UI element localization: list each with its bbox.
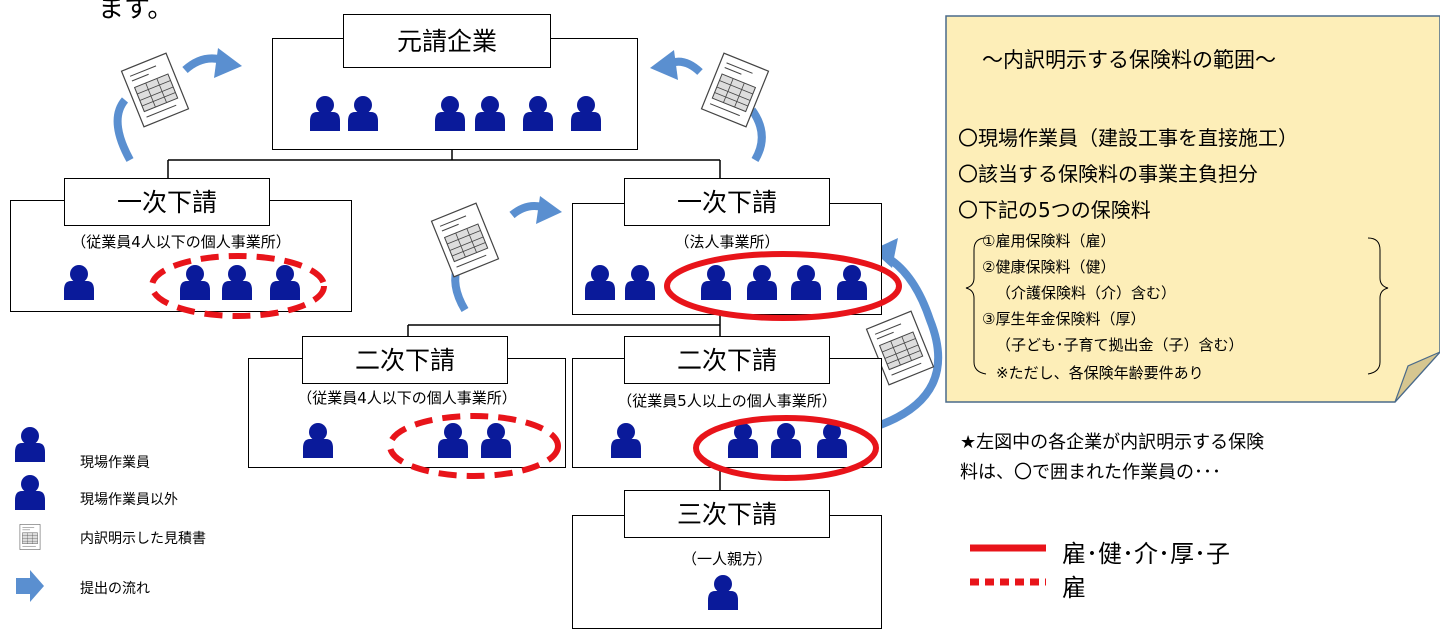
worker-icon [438,423,468,458]
worker-icon [180,265,210,300]
worker-icon [837,265,867,300]
note-item1: ①雇用保険料（雇） [982,232,1116,250]
sub1-left-label: 一次下請 [64,178,270,226]
legend-worker-label: 現場作業員 [80,455,150,471]
worker-icon [701,265,731,300]
estimate-legend-icon [19,524,41,550]
dashed-circle-sub2-left [387,413,561,479]
sub3-label: 三次下請 [624,490,830,538]
insurance-scope-note-callout [945,15,1440,403]
sub1-left-desc: （従業員4人以下の個人事業所） [71,233,291,251]
worker-icon [435,96,465,131]
prime-company-label: 元請企業 [343,14,551,68]
worker-icon [728,423,758,458]
sub2-left-label: 二次下請 [302,336,508,384]
solid-line-label: 雇･健･介･厚･子 [1062,540,1230,568]
legend-non-worker-label: 現場作業員以外 [80,492,178,508]
worker-icon [348,96,378,131]
worker-legend-icon [15,427,45,462]
note-item3: ③厚生年金保険料（厚） [982,310,1146,328]
org-connectors [167,150,721,490]
note-item3b: （子ども･子育て拠出金（子）含む） [996,336,1244,354]
sub1-right-label: 一次下請 [624,178,830,226]
top-text-fragment: ます。 [98,0,174,24]
flow-legend-icon [16,570,44,602]
worker-icon [310,96,340,131]
note-item2b: （介護保険料（介）含む） [996,284,1177,302]
sub2-left-desc: （従業員4人以下の個人事業所） [297,389,517,407]
worker-icon [523,96,553,131]
dashed-line-label: 雇 [1062,574,1086,602]
worker-icon [708,575,738,610]
note-item2: ②健康保険料（健） [982,258,1116,276]
worker-icon [303,423,333,458]
note-line2: 〇該当する保険料の事業主負担分 [958,162,1258,186]
worker-icon [611,423,641,458]
worker-icon [475,96,505,131]
legend-flow-label: 提出の流れ [80,581,150,597]
note-caveat: ※ただし、各保険年齢要件あり [996,364,1204,382]
non-worker-legend-icon [15,475,45,510]
dashed-circle-sub1-left [149,253,327,319]
worker-icon [791,265,821,300]
worker-icon [817,423,847,458]
worker-icon [771,423,801,458]
note-line3: 〇下記の5つの保険料 [958,198,1151,222]
worker-icon [481,423,511,458]
solid-circle-sub1-right [664,251,902,321]
worker-icon [571,96,601,131]
flow-arrow [878,254,943,429]
worker-icon [64,265,94,300]
sub2-right-desc: （従業員5人以上の個人事業所） [617,392,837,410]
solid-circle-sub2-right [693,415,879,481]
explain-line2: 料は、〇で囲まれた作業員の･･･ [960,462,1221,483]
flow-arrow [748,107,766,163]
note-line1: 〇現場作業員（建設工事を直接施工） [958,126,1298,150]
worker-icon [585,265,615,300]
sub3-desc: （一人親方） [681,550,772,568]
worker-icon [625,265,655,300]
flow-arrow [113,97,134,162]
sub2-right-label: 二次下請 [624,336,830,384]
sub1-right-desc: （法人事業所） [674,233,780,251]
legend-estimate-label: 内訳明示した見積書 [80,531,206,547]
worker-icon [270,265,300,300]
worker-icon [747,265,777,300]
note-title: ～内訳明示する保険料の範囲～ [982,48,1276,72]
worker-icon [222,265,252,300]
flow-arrowheads [214,48,898,268]
explain-line1: ★左図中の各企業が内訳明示する保険 [960,432,1265,453]
